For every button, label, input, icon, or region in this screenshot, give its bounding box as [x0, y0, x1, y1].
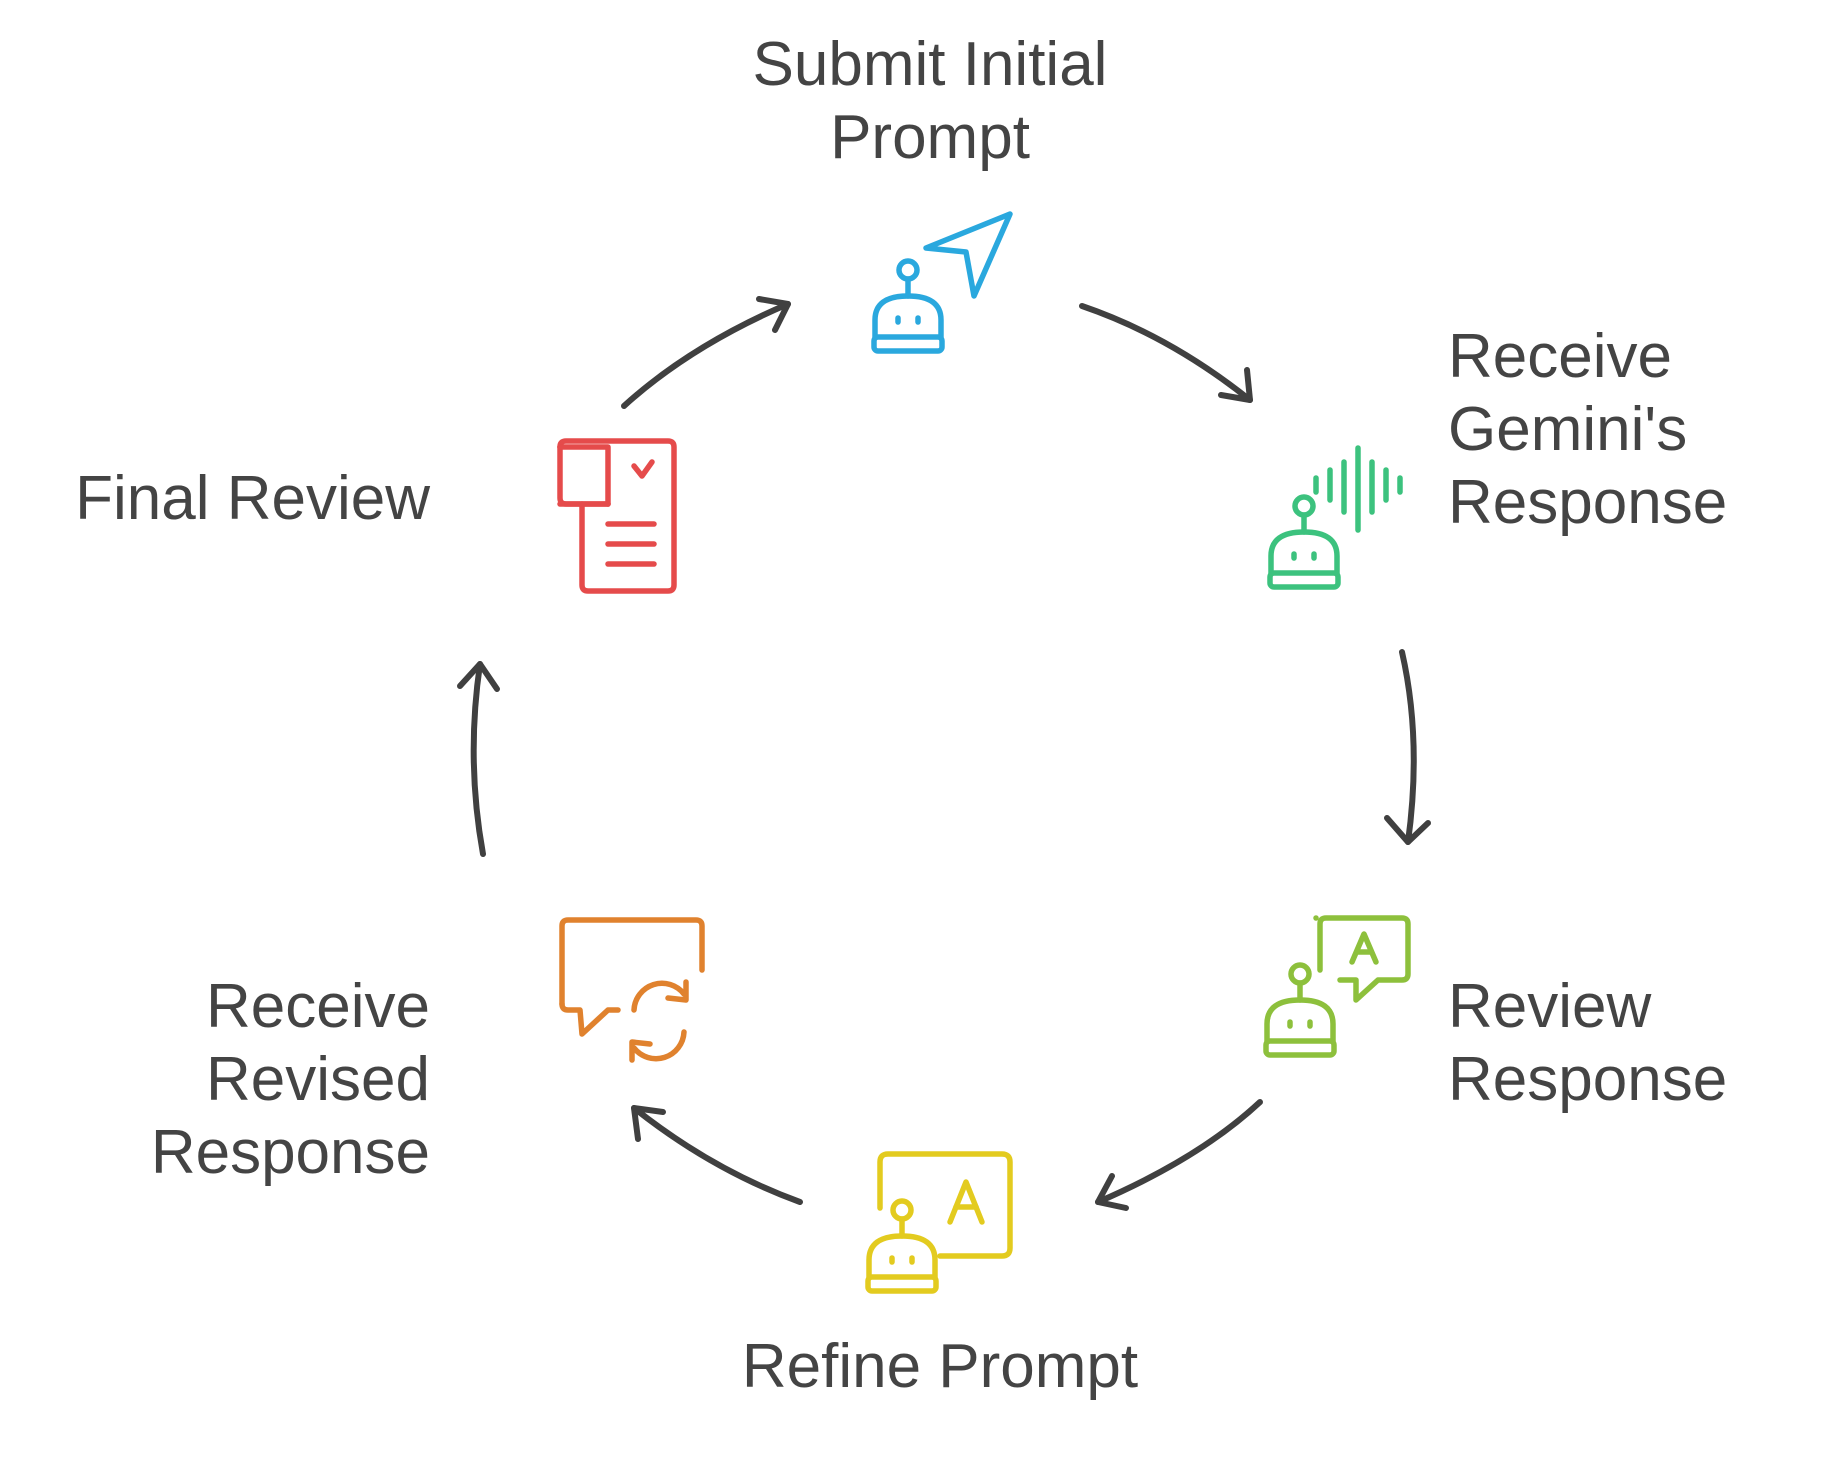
- arrow-refine-to-revised: [631, 1105, 803, 1205]
- step-label-final-review: Final Review: [60, 462, 430, 535]
- arrow-submit-to-receive: [1079, 303, 1253, 403]
- step-label-receive-revised-response: Receive Revised Response: [90, 970, 430, 1189]
- label-line: Receive: [206, 972, 430, 1041]
- arrow-receive-to-review: [1384, 649, 1431, 845]
- chat-refresh-icon: [559, 917, 705, 1063]
- label-line: Prompt: [830, 103, 1030, 172]
- label-line: Review: [1448, 972, 1652, 1041]
- arrow-final-to-submit: [621, 296, 791, 409]
- label-line: Response: [1448, 468, 1728, 537]
- label-line: Response: [1448, 1045, 1728, 1114]
- arrow-review-to-refine: [1095, 1099, 1263, 1211]
- step-label-refine-prompt: Refine Prompt: [700, 1330, 1180, 1403]
- robot-chat-translate-icon: [1263, 915, 1411, 1058]
- label-line: Submit Initial: [752, 30, 1108, 99]
- robot-text-screen-icon: [865, 1151, 1013, 1294]
- step-label-submit-initial-prompt: Submit Initial Prompt: [700, 28, 1160, 174]
- label-line: Revised: [206, 1045, 430, 1114]
- label-line: Gemini's: [1448, 395, 1688, 464]
- label-line: Refine Prompt: [741, 1332, 1139, 1401]
- label-line: Receive: [1448, 322, 1672, 391]
- robot-send-icon: [871, 211, 1013, 354]
- step-label-review-response: Review Response: [1448, 970, 1778, 1116]
- label-line: Final Review: [75, 464, 430, 533]
- step-label-receive-geminis-response: Receive Gemini's Response: [1448, 320, 1778, 539]
- document-check-icon: [557, 438, 677, 594]
- robot-voice-icon: [1267, 445, 1403, 590]
- arrow-revised-to-final: [457, 661, 500, 857]
- label-line: Response: [150, 1118, 430, 1187]
